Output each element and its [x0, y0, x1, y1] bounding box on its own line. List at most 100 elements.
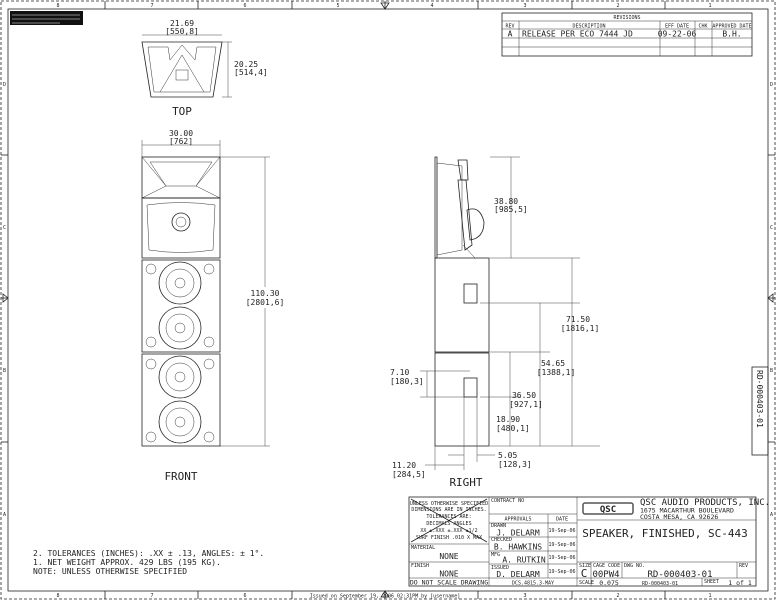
drawn-by: J. DELARM	[496, 529, 540, 538]
zone-col-6-bottom: 6	[243, 593, 246, 599]
doc-reference: DCS.4815.3-MAY	[512, 581, 554, 587]
finish-label: FINISH	[411, 563, 429, 569]
company-name: QSC AUDIO PRODUCTS, INC.	[640, 498, 770, 508]
dim-1120-mm: [284,5]	[392, 470, 426, 479]
tol-line-2: DIMENSIONS ARE IN INCHES.	[411, 507, 486, 513]
revisions-title: REVISIONS	[613, 15, 640, 21]
zone-col-8-bottom: 8	[56, 593, 59, 599]
side-dwg-no-text: RD-000403-01	[755, 370, 764, 428]
title-block: UNLESS OTHERWISE SPECIFIED DIMENSIONS AR…	[408, 496, 770, 587]
view-label-top: TOP	[172, 105, 192, 118]
dim-1890-mm: [480,1]	[496, 424, 530, 433]
zone-row-b: B	[3, 368, 6, 374]
size-label: SIZE	[579, 563, 591, 569]
dim-1120: 11.20	[392, 461, 416, 470]
zone-col-7: 7	[150, 3, 153, 9]
company-address-2: COSTA MESA, CA 92626	[640, 513, 718, 521]
sheet-label: SHEET	[704, 579, 719, 585]
dim-3650: 36.50	[512, 391, 536, 400]
mfg-label: MFG	[491, 552, 500, 558]
tol-line-3: TOLERANCES ARE:	[426, 514, 471, 520]
logo-text: QSC	[600, 505, 616, 515]
dim-front-height: 110.30	[251, 289, 280, 298]
woofers	[145, 261, 215, 444]
dim-horn-height: 38.80	[494, 197, 518, 206]
right-cabinet-upper	[434, 257, 490, 353]
rev-header-approved: APPROVED DATE	[712, 24, 751, 30]
inner-border	[7, 8, 769, 592]
revisions-table: REVISIONS REV DESCRIPTION EFF DATE CHK A…	[501, 12, 753, 57]
mfg-date: 19-Sep-06	[548, 555, 575, 561]
drawn-date: 19-Sep-06	[548, 528, 575, 534]
zone-row-c-right: C	[770, 225, 773, 231]
horn-upper	[141, 156, 221, 199]
material-value: NONE	[439, 552, 458, 561]
stamp-block	[10, 11, 83, 25]
checked-date: 19-Sep-06	[548, 542, 575, 548]
zone-row-d-right: D	[770, 82, 773, 88]
zone-col-4: 4	[430, 3, 433, 9]
dim-710: 7.10	[390, 368, 409, 377]
right-view: 38.80 [985,5] 71.50 [1816,1] 54.65 [1388…	[390, 156, 600, 489]
zone-col-7-bottom: 7	[150, 593, 153, 599]
rev-a-approved: B.H.	[722, 30, 741, 39]
rev-label: REV	[739, 563, 748, 569]
zone-col-6: 6	[243, 3, 246, 9]
cage-code-value: 00PW4	[592, 570, 619, 580]
dim-top-width: 21.69	[170, 19, 194, 28]
zone-col-3: 3	[523, 3, 526, 9]
dim-top-depth: 20.25	[234, 60, 258, 69]
tol-line-4: DECIMALS ANGLES	[426, 521, 471, 527]
rev-header-rev: REV	[505, 24, 514, 30]
issued-by: D. DELARM	[496, 570, 540, 579]
note-2: 2. TOLERANCES (INCHES): .XX ± .13, ANGLE…	[33, 549, 264, 558]
checked-by: B. HAWKINS	[494, 543, 542, 552]
do-not-scale: DO NOT SCALE DRAWING	[410, 579, 488, 587]
issued-stamp: Issued on September 19, 2006 02:31PM by …	[310, 594, 461, 600]
view-label-right: RIGHT	[449, 476, 482, 489]
front-view: 30.00 [762] 110.30 [2801,6] FRONT	[141, 129, 285, 483]
finish-value: NONE	[439, 570, 458, 579]
company-address-1: 1675 MACARTHUR BOULEVARD	[640, 507, 734, 515]
zone-col-1: 1	[708, 3, 711, 9]
handle-upper	[463, 283, 478, 304]
zone-col-5: 5	[336, 3, 339, 9]
zone-row-a-right: A	[770, 512, 773, 518]
zone-col-3-bottom: 3	[523, 593, 526, 599]
dim-horn-height-mm: [985,5]	[494, 205, 528, 214]
zone-col-2: 2	[616, 3, 619, 9]
drawn-label: DRAWN	[491, 523, 506, 529]
rev-header-chk: CHK	[698, 24, 707, 30]
dim-3650-mm: [927,1]	[509, 400, 543, 409]
dim-front-height-mm: [2801,6]	[246, 298, 285, 307]
scale-label: SCALE	[579, 580, 594, 586]
side-dwg-number: RD-000403-01	[751, 366, 769, 456]
zone-row-d: D	[3, 82, 6, 88]
issued-date: 19-Sep-06	[548, 569, 575, 575]
dim-top-depth-mm: [514,4]	[234, 68, 268, 77]
sub-cabinet-lower	[141, 353, 221, 447]
dim-710-mm: [180,3]	[390, 377, 424, 386]
rev-a-rev: A	[508, 30, 513, 39]
dim-5465-mm: [1388,1]	[537, 368, 576, 377]
zone-col-8: 8	[56, 3, 59, 9]
qsc-logo: QSC	[582, 502, 634, 515]
rev-a-description: RELEASE PER ECO 7444 JD	[522, 30, 633, 39]
dim-front-width: 30.00	[169, 129, 193, 138]
sub-cabinet-upper	[141, 259, 221, 353]
handle-lower	[463, 377, 478, 398]
zone-col-1-bottom: 1	[708, 593, 711, 599]
date-header: DATE	[556, 517, 568, 523]
note-header: NOTE: UNLESS OTHERWISE SPECIFIED	[33, 567, 187, 576]
tol-line-1: UNLESS OTHERWISE SPECIFIED	[410, 501, 488, 507]
tol-line-6: SURF FINISH .010 X MAX	[416, 535, 482, 541]
approvals-header: APPROVALS	[504, 517, 531, 523]
notes: 2. TOLERANCES (INCHES): .XX ± .13, ANGLE…	[33, 549, 264, 576]
contract-no: CONTRACT NO	[491, 498, 524, 504]
tol-line-5: XX ±.XXX ±.XXX ±1/2	[420, 528, 477, 534]
dim-top-width-mm: [550,8]	[165, 27, 199, 36]
